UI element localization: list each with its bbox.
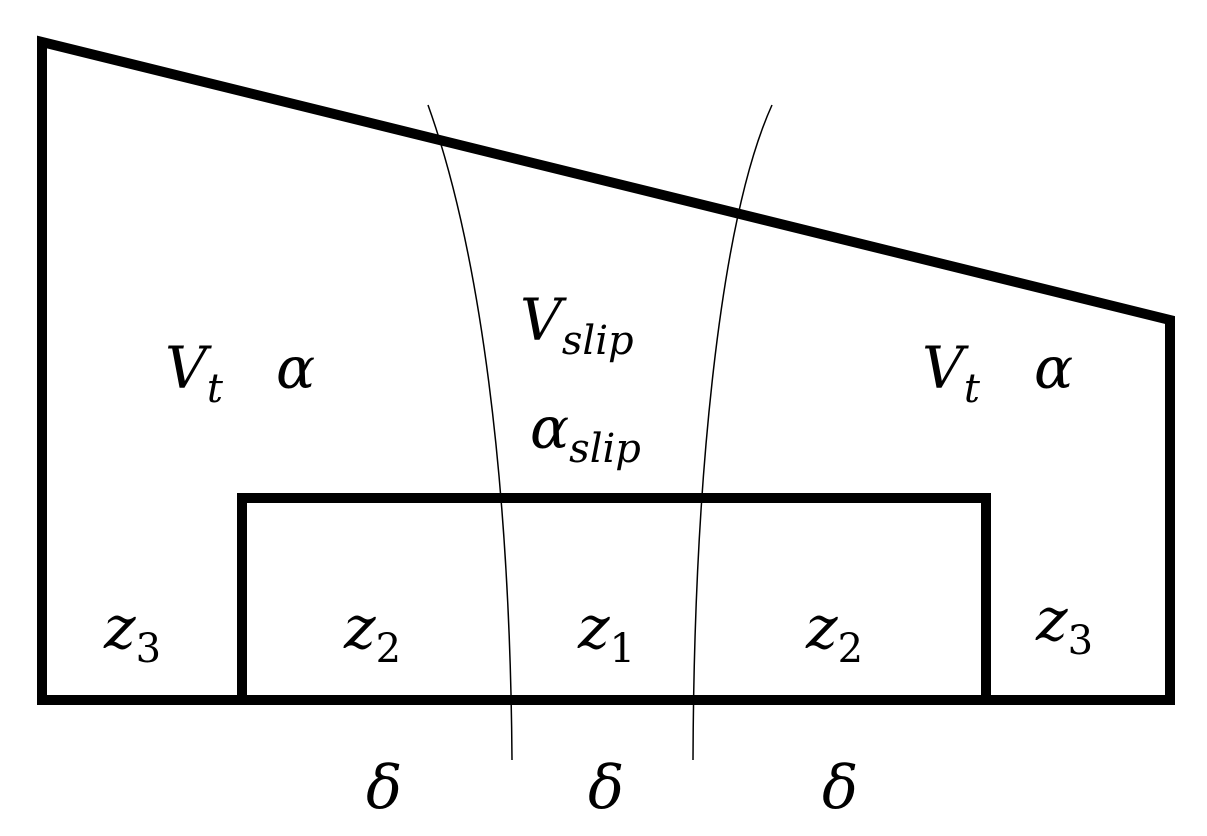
zone-label-z3-right: z3	[1035, 585, 1093, 664]
delta-label-left: δ	[366, 753, 402, 823]
slip-velocity-label: Vslip	[520, 286, 634, 364]
right-velocity-label: Vt	[922, 334, 981, 412]
zone-label-z1: z1	[577, 593, 635, 672]
left-angle-label: α	[276, 334, 315, 402]
zone-label-z3-left: z3	[103, 593, 161, 672]
inner-rectangle	[237, 493, 991, 705]
slip-boundary-left	[427, 104, 513, 761]
delta-label-center: δ	[588, 753, 624, 823]
slip-boundary-right	[692, 104, 773, 761]
delta-label-right: δ	[822, 753, 858, 823]
left-velocity-label: Vt	[165, 334, 224, 412]
slip-angle-label: αslip	[530, 394, 641, 472]
zone-label-z2-right: z2	[805, 593, 863, 672]
outer-boundary	[37, 35, 1175, 705]
zone-label-z2-left: z2	[343, 593, 401, 672]
right-angle-label: α	[1034, 334, 1073, 402]
